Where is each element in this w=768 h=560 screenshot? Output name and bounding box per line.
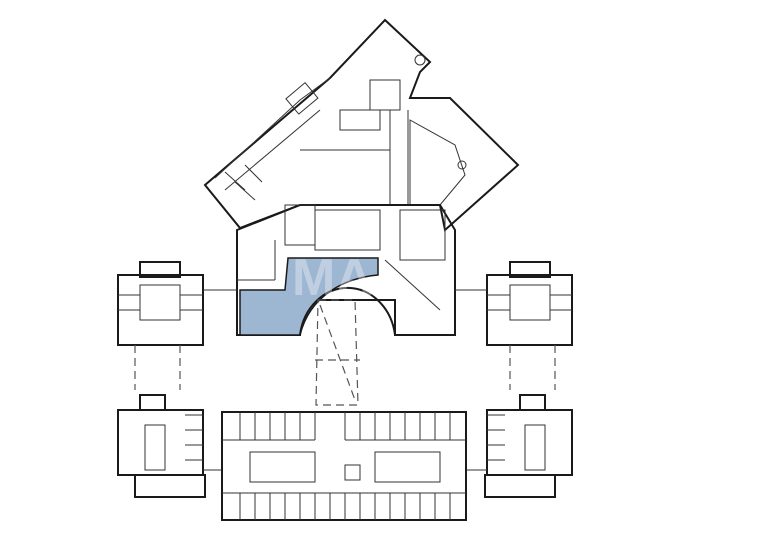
south-wing <box>221 411 467 521</box>
east-tower-lower <box>466 394 573 498</box>
east-tower-upper <box>455 261 573 390</box>
west-tower-upper <box>117 261 237 390</box>
west-tower-lower <box>117 394 222 498</box>
highlighted-suite[interactable] <box>239 257 379 336</box>
rotunda-court <box>299 286 396 406</box>
south-wing-room-dividers <box>239 412 451 520</box>
watermark: MA <box>292 249 373 307</box>
north-wing <box>203 18 520 232</box>
